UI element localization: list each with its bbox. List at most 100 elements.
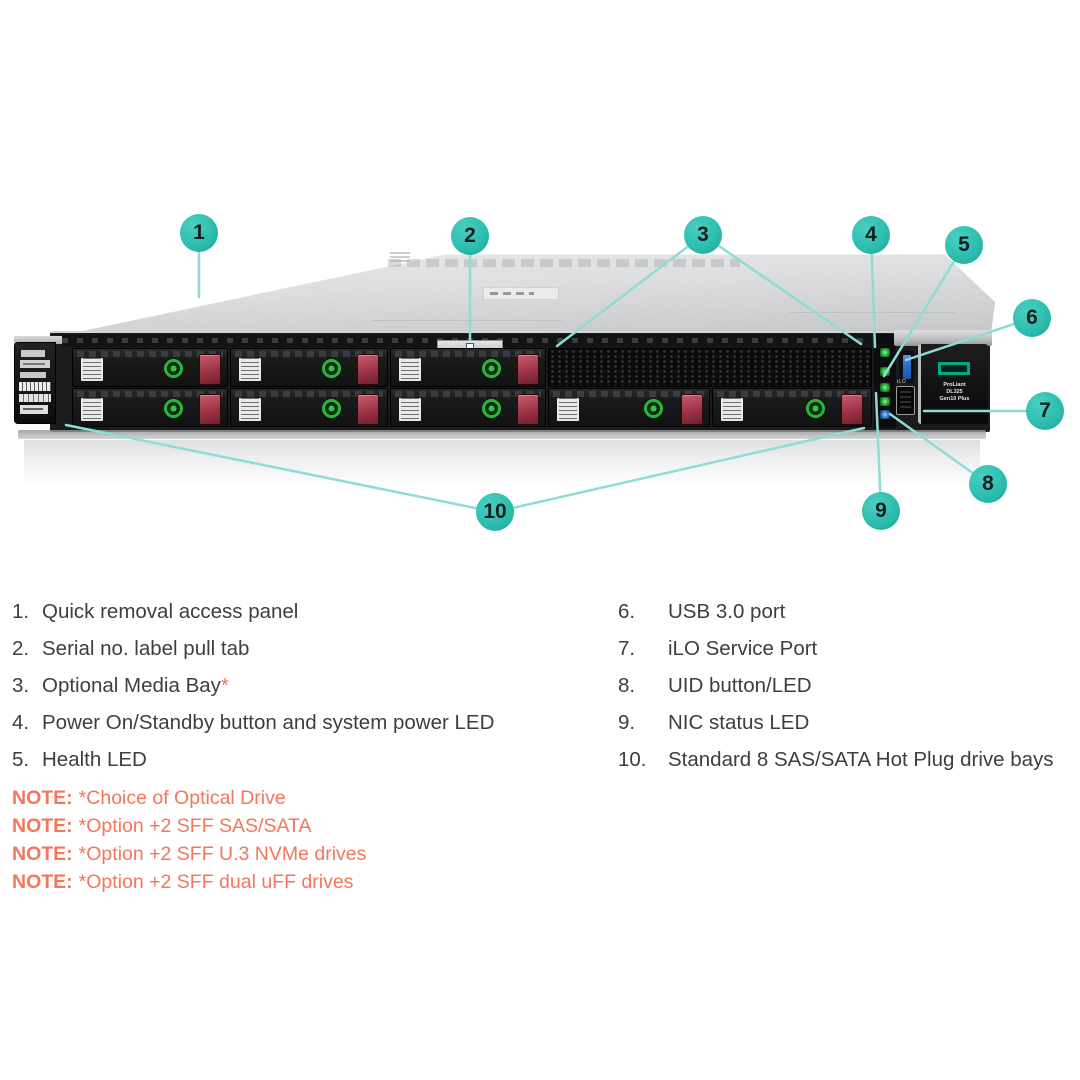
drive-latch [357, 394, 379, 425]
legend-number: 5. [12, 748, 30, 771]
drive-tray [390, 348, 546, 387]
legend-item-9: 9. NIC status LED [618, 711, 809, 735]
drive-label-sticker [81, 398, 103, 421]
drive-release-button [163, 398, 184, 419]
model-brand: ProLiant [943, 382, 966, 388]
usb-3-port [903, 355, 911, 379]
model-number: DL325 [946, 389, 963, 395]
ilo-service-port [896, 386, 915, 415]
note-text: *Option +2 SFF SAS/SATA [78, 815, 312, 837]
callout-leader-lines [64, 233, 1047, 514]
ilo-port-label: iLO [897, 379, 907, 385]
drive-latch [199, 394, 221, 425]
drive-release-button [481, 398, 502, 419]
legend-text: iLO Service Port [668, 637, 818, 660]
legend-item-7: 7. iLO Service Port [618, 637, 817, 661]
drive-latch [517, 394, 539, 425]
legend-item-10: 10. Standard 8 SAS/SATA Hot Plug drive ba… [618, 748, 1054, 772]
front-led-strip [874, 334, 896, 428]
ear-sticker [21, 350, 45, 357]
ear-sticker [20, 372, 46, 378]
nic-status-led [880, 383, 890, 392]
callout-9: 9 [862, 492, 900, 530]
legend-item-1: 1. Quick removal access panel [12, 600, 298, 624]
note-prefix: NOTE: [12, 843, 73, 865]
legend-asterisk: * [220, 674, 229, 697]
drive-latch [841, 394, 863, 425]
note-prefix: NOTE: [12, 815, 73, 837]
ear-sticker-barcode [19, 394, 51, 402]
drive-label-sticker [239, 398, 261, 421]
legend-text: Serial no. label pull tab [42, 637, 250, 660]
power-button-led [880, 348, 890, 357]
legend-item-6: 6. USB 3.0 port [618, 600, 785, 624]
drive-tray [548, 388, 710, 427]
note-prefix: NOTE: [12, 787, 73, 809]
drive-label-sticker [557, 398, 579, 421]
nic-status-led [880, 397, 890, 406]
callout-2: 2 [451, 217, 489, 255]
note-1: NOTE:*Choice of Optical Drive [12, 787, 286, 810]
legend-number: 10. [618, 748, 647, 771]
ear-sticker-barcode [19, 382, 51, 391]
drive-label-sticker [399, 398, 421, 421]
legend-number: 8. [618, 674, 636, 697]
callout-7: 7 [1026, 392, 1064, 430]
drive-tray [72, 348, 228, 387]
legend-number: 7. [618, 637, 636, 660]
drive-latch [199, 354, 221, 385]
legend-text: NIC status LED [668, 711, 810, 734]
legend-item-2: 2. Serial no. label pull tab [12, 637, 249, 661]
drive-label-sticker [239, 358, 261, 381]
drive-release-button [321, 358, 342, 379]
legend-text: Power On/Standby button and system power… [42, 711, 495, 734]
legend-text: UID button/LED [668, 674, 812, 697]
drive-label-sticker [81, 358, 103, 381]
legend-number: 1. [12, 600, 30, 623]
model-label-text: ProLiant DL325 Gen10 Plus [921, 382, 988, 403]
drive-latch [357, 354, 379, 385]
server-front-diagram: iLO ProLiant DL325 Gen10 Plus 1 [14, 214, 1064, 531]
drive-tray [390, 388, 546, 427]
drive-tray [712, 388, 872, 427]
callout-3: 3 [684, 216, 722, 254]
health-led [880, 367, 890, 376]
ear-sticker [20, 405, 48, 414]
drive-label-sticker [399, 358, 421, 381]
note-prefix: NOTE: [12, 871, 73, 893]
legend-text: USB 3.0 port [668, 600, 786, 623]
drive-latch [681, 394, 703, 425]
note-3: NOTE:*Option +2 SFF U.3 NVMe drives [12, 843, 366, 866]
legend-number: 9. [618, 711, 636, 734]
hpe-logo-icon [938, 362, 970, 375]
legend-item-5: 5.Health LED [12, 748, 147, 772]
legend-text: Quick removal access panel [42, 600, 299, 623]
note-2: NOTE:*Option +2 SFF SAS/SATA [12, 815, 312, 838]
optional-media-bay-mesh [548, 348, 872, 387]
legend-text: Standard 8 SAS/SATA Hot Plug drive bays [668, 748, 1054, 771]
legend-number: 4. [12, 711, 30, 734]
note-text: *Option +2 SFF dual uFF drives [78, 871, 354, 893]
callout-1: 1 [180, 214, 218, 252]
callout-10: 10 [476, 493, 514, 531]
note-4: NOTE:*Option +2 SFF dual uFF drives [12, 871, 353, 894]
legend-item-3: 3.Optional Media Bay* [12, 674, 229, 698]
drive-tray [72, 388, 228, 427]
drive-release-button [321, 398, 342, 419]
drive-label-sticker [721, 398, 743, 421]
drive-tray [230, 388, 388, 427]
top-panel-sticker [483, 287, 559, 300]
legend-number: 2. [12, 637, 30, 660]
note-text: *Option +2 SFF U.3 NVMe drives [78, 843, 367, 865]
drive-latch [517, 354, 539, 385]
legend-number: 6. [618, 600, 636, 623]
legend-number: 3. [12, 674, 30, 697]
legend-item-8: 8. UID button/LED [618, 674, 812, 698]
chassis-shadow [18, 430, 986, 439]
top-panel-seam [790, 312, 955, 313]
drive-release-button [643, 398, 664, 419]
right-ear-rail [894, 330, 992, 346]
drive-release-button [481, 358, 502, 379]
ear-sticker [20, 360, 50, 368]
model-generation: Gen10 Plus [939, 396, 970, 402]
